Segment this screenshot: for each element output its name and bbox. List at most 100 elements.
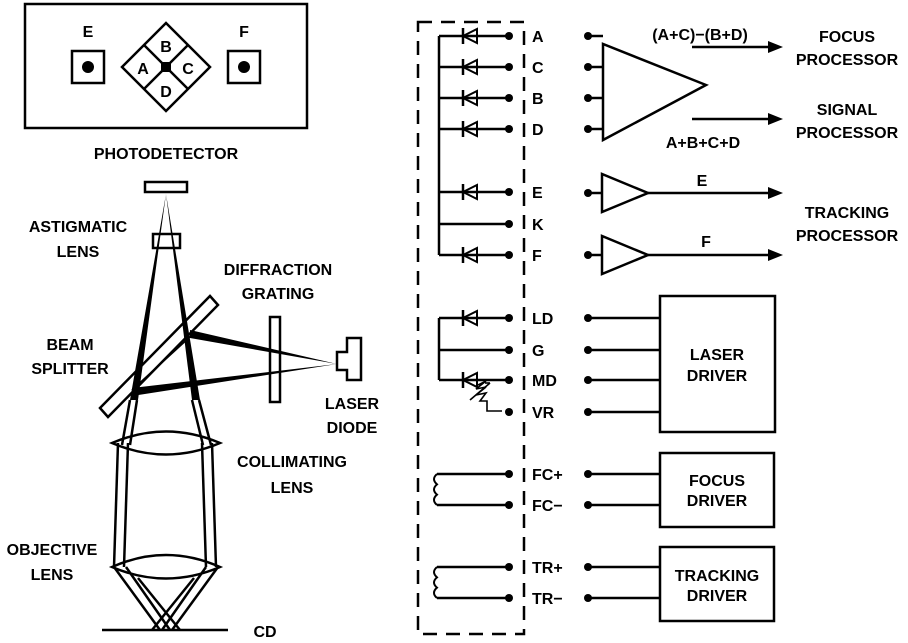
quad-sensor: B A C D	[120, 21, 212, 113]
cd-label: CD	[253, 624, 276, 641]
focus-arrow-icon	[768, 41, 783, 53]
focus-signal-amplifier	[601, 42, 709, 143]
pin-label: E	[532, 185, 543, 202]
laser-rows	[439, 309, 513, 416]
tracking-f-label: F	[701, 234, 711, 251]
coils	[433, 470, 513, 602]
pin-label: LD	[532, 311, 553, 328]
pickup-enclosure	[416, 20, 526, 636]
sensor-f-dot	[238, 61, 250, 73]
sensor-e-dot	[82, 61, 94, 73]
objective-lens	[108, 553, 224, 580]
pin-label: MD	[532, 373, 557, 390]
laser-beam-lower	[132, 364, 337, 396]
signal-formula: A+B+C+D	[666, 135, 740, 152]
laser-driver-box	[658, 294, 777, 434]
laser-beam-upper	[190, 330, 337, 364]
sensor-e	[70, 49, 106, 85]
collimating-lens-label-1: COLLIMATING	[237, 454, 347, 471]
photodiode-icon	[460, 183, 478, 201]
pin-terminal	[505, 94, 513, 102]
sensor-f	[226, 49, 262, 85]
pin-label: FC−	[532, 498, 563, 515]
pin-label: TR−	[532, 591, 563, 608]
focus-coil-icon	[433, 470, 513, 509]
astigmatic-lens-label-2: LENS	[57, 244, 100, 261]
tracking-e-amplifier	[600, 172, 652, 214]
pin-terminal	[505, 125, 513, 133]
laser-driver-label-1: LASER	[690, 347, 745, 364]
photodiode-rows	[439, 27, 513, 264]
photodiode-icon	[460, 89, 478, 107]
pin-terminal	[505, 376, 513, 384]
pin-label: B	[532, 91, 544, 108]
photodetector-frame	[23, 2, 309, 130]
pin-label: A	[532, 29, 544, 46]
pin-label: FC+	[532, 467, 563, 484]
pin-terminal	[505, 408, 513, 416]
photodetector-title: PHOTODETECTOR	[94, 146, 239, 163]
monitor-diode-icon	[460, 371, 478, 389]
signal-arrow-icon	[768, 113, 783, 125]
diffraction-grating	[268, 315, 282, 404]
laser-diode-label-2: DIODE	[327, 420, 378, 437]
tracking-coil-icon	[433, 563, 513, 602]
tracking-driver-label-1: TRACKING	[675, 568, 759, 585]
pin-label: G	[532, 343, 544, 360]
tracking-f-amplifier	[600, 234, 652, 276]
optical-path: ASTIGMATIC LENS DIFFRACTION GRATING BEAM…	[7, 180, 380, 641]
tracking-processor-label-2: PROCESSOR	[796, 228, 899, 245]
return-beam-left	[130, 194, 166, 400]
focus-driver-label-2: DRIVER	[687, 493, 748, 510]
pin-terminal	[505, 63, 513, 71]
photodiode-icon	[460, 58, 478, 76]
focus-processor-label-2: PROCESSOR	[796, 52, 899, 69]
focus-driver-box	[658, 451, 776, 529]
tracking-driver-label-2: DRIVER	[687, 588, 748, 605]
tracking-driver-box	[658, 545, 776, 623]
quad-a: A	[137, 61, 149, 78]
tracking-e-arrow-icon	[768, 187, 783, 199]
pin-terminal	[505, 32, 513, 40]
objective-lens-label-2: LENS	[31, 567, 74, 584]
photodiode-icon	[460, 27, 478, 45]
beam-splitter	[98, 294, 220, 419]
laser-driver-label-2: DRIVER	[687, 368, 748, 385]
pin-terminal	[505, 314, 513, 322]
collimating-lens	[108, 430, 224, 456]
pin-label: D	[532, 122, 544, 139]
photodetector: E F B A C D PHOTODETECTOR	[23, 2, 309, 163]
photodiode-icon	[460, 246, 478, 264]
pin-label: VR	[532, 405, 555, 422]
quad-d: D	[160, 84, 172, 101]
pin-terminal	[505, 251, 513, 259]
sensor-e-label: E	[83, 24, 94, 41]
focus-formula: (A+C)−(B+D)	[652, 27, 748, 44]
signal-processor-label-2: PROCESSOR	[796, 125, 899, 142]
collimating-lens-label-2: LENS	[271, 480, 314, 497]
laser-diode-label-1: LASER	[325, 396, 380, 413]
tracking-f-arrow-icon	[768, 249, 783, 261]
quad-c: C	[182, 61, 194, 78]
laser-diode	[335, 336, 363, 382]
return-beam-right	[166, 194, 200, 400]
astigmatic-lens	[151, 232, 182, 250]
objective-lens-label-1: OBJECTIVE	[7, 542, 98, 559]
pin-terminal	[505, 220, 513, 228]
pin-label: C	[532, 60, 544, 77]
pin-label: F	[532, 248, 542, 265]
astigmatic-lens-label-1: ASTIGMATIC	[29, 219, 128, 236]
detector-element	[143, 180, 189, 194]
diffraction-grating-label-2: GRATING	[242, 286, 315, 303]
focus-processor-label-1: FOCUS	[819, 29, 875, 46]
signal-processor-label-1: SIGNAL	[817, 102, 878, 119]
pin-terminal	[505, 188, 513, 196]
quad-b: B	[160, 39, 172, 56]
pin-terminal	[505, 346, 513, 354]
pin-label: TR+	[532, 560, 563, 577]
external-terminals	[584, 32, 660, 602]
tracking-processor-label-1: TRACKING	[805, 205, 889, 222]
